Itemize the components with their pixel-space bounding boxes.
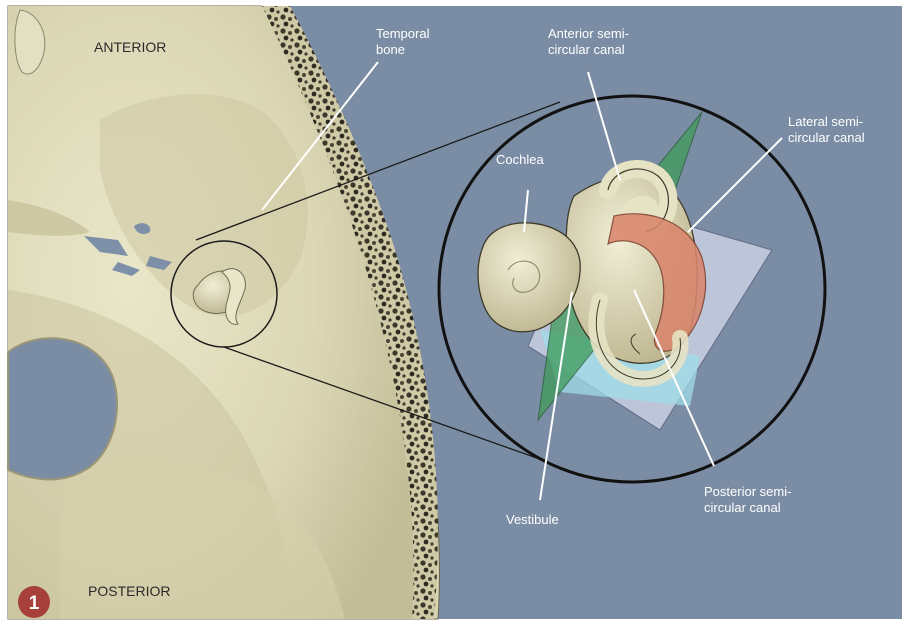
anterior-label: ANTERIOR xyxy=(94,39,166,55)
lateral-canal-label: Lateral semi- circular canal xyxy=(788,114,867,145)
anterior-canal-label: Anterior semi- circular canal xyxy=(548,26,633,57)
figure-number: 1 xyxy=(29,593,40,614)
vestibule-label: Vestibule xyxy=(506,512,559,527)
posterior-label: POSTERIOR xyxy=(88,583,170,599)
figure-number-badge: 1 xyxy=(18,586,50,618)
cochlea-label: Cochlea xyxy=(496,152,544,167)
